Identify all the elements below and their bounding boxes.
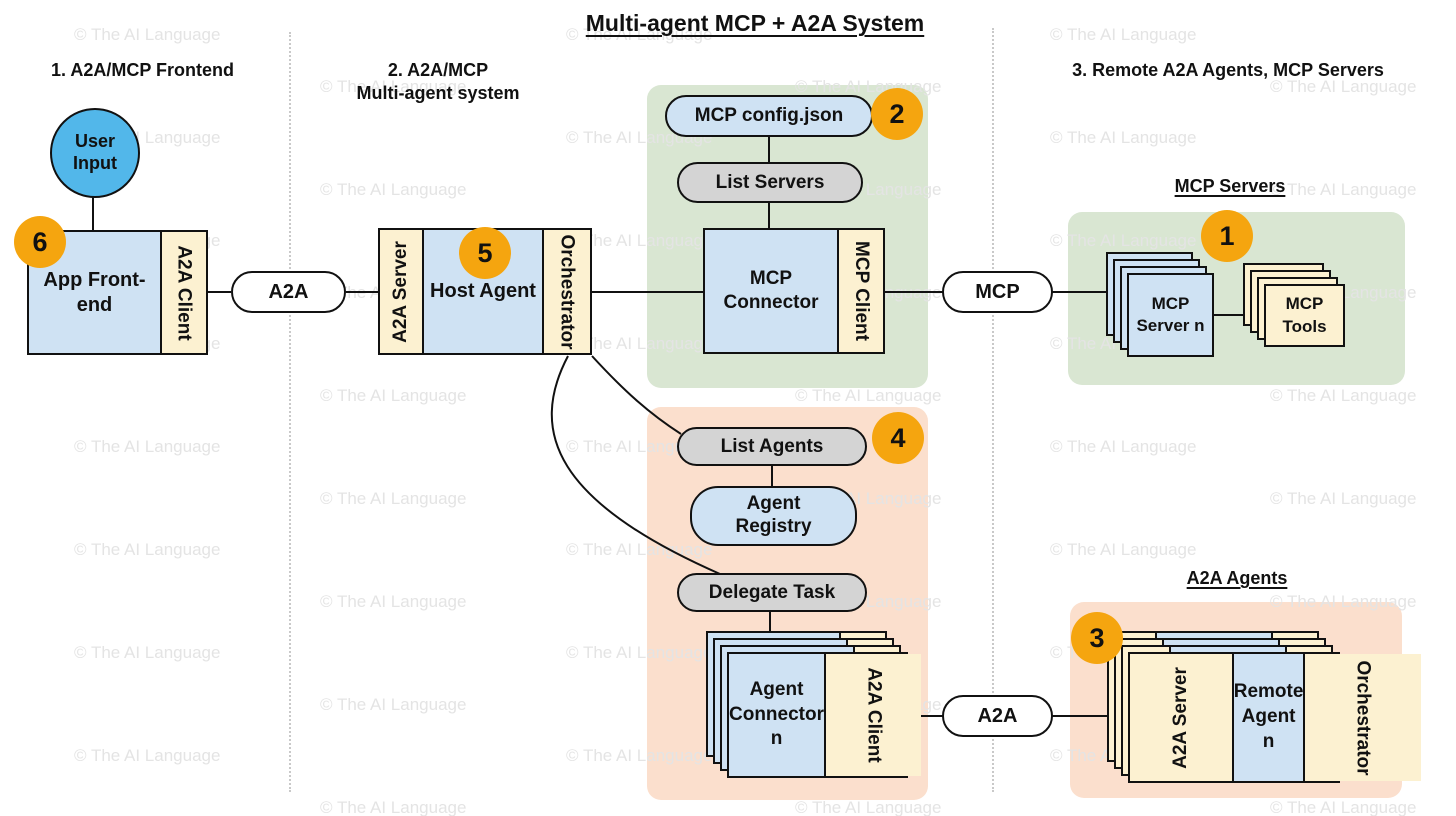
- mcp-tools-front: MCP Tools: [1264, 284, 1345, 347]
- section-divider-1: [289, 32, 291, 792]
- mcp-tools-label: MCP Tools: [1282, 294, 1327, 336]
- heading-a2a-agents: A2A Agents: [1186, 568, 1288, 588]
- badge-4-label: 4: [890, 422, 906, 453]
- remote-orchestrator-label: Orchestrator: [1352, 659, 1374, 776]
- agent-connector-front: Agent Connector n A2A Client: [727, 652, 922, 778]
- heading-multiagent: 2. A2A/MCP Multi-agent system: [356, 60, 520, 103]
- delegate-task-pill: Delegate Task: [677, 573, 867, 612]
- step-badge-3: 3: [1071, 612, 1123, 664]
- mcp-client-sidebar: MCP Client: [837, 230, 883, 352]
- badge-6-label: 6: [32, 226, 48, 257]
- a2a-protocol-pill-top: A2A: [231, 271, 346, 313]
- badge-1-label: 1: [1219, 220, 1235, 251]
- list-agents-label: List Agents: [720, 435, 824, 457]
- mcp-connector-label: MCP Connector: [723, 268, 819, 313]
- mcp-protocol-pill: MCP: [942, 271, 1053, 313]
- heading-frontend: 1. A2A/MCP Frontend: [50, 60, 234, 80]
- user-input-node: User Input: [50, 108, 140, 198]
- badge-2-label: 2: [889, 98, 905, 129]
- user-input-label: User Input: [73, 131, 117, 173]
- badge-5-label: 5: [477, 237, 493, 268]
- step-badge-1: 1: [1201, 210, 1253, 262]
- agent-registry-label: Agent Registry: [735, 493, 812, 537]
- list-agents-pill: List Agents: [677, 427, 867, 466]
- host-agent-node: A2A Server Host Agent Orchestrator: [378, 228, 592, 355]
- a2a-server-sidebar: A2A Server: [380, 230, 424, 353]
- step-badge-5: 5: [459, 227, 511, 279]
- remote-a2a-server-label: A2A Server: [1169, 666, 1191, 769]
- a2a-client-label: A2A Client: [174, 244, 195, 341]
- mcp-server-label: MCP Server n: [1136, 293, 1205, 335]
- curve-orchestrator-to-listagents: [591, 355, 682, 435]
- remote-agent-front: A2A Server Remote Agent n Orchestrator: [1128, 652, 1421, 783]
- agent-registry-node: Agent Registry: [690, 486, 857, 546]
- list-servers-label: List Servers: [715, 171, 825, 193]
- list-servers-pill: List Servers: [677, 162, 863, 203]
- mcp-connector-body: MCP Connector: [705, 230, 837, 352]
- host-agent-label: Host Agent: [430, 280, 536, 302]
- a2a-pill-label: A2A: [268, 280, 309, 303]
- mcp-client-label: MCP Client: [851, 241, 872, 341]
- mcp-connector-node: MCP Connector MCP Client: [703, 228, 885, 354]
- heading-mcp-servers: MCP Servers: [1174, 176, 1286, 196]
- a2a-protocol-pill-bottom: A2A: [942, 695, 1053, 737]
- a2a-client-sidebar: A2A Client: [160, 232, 206, 353]
- orchestrator-sidebar: Orchestrator: [542, 230, 590, 353]
- agent-connector-label: Agent Connector n: [729, 678, 824, 750]
- heading-remote: 3. Remote A2A Agents, MCP Servers: [1072, 60, 1384, 80]
- step-badge-6: 6: [14, 216, 66, 268]
- a2a-client-label-2: A2A Client: [863, 667, 885, 763]
- agent-connector-stack: Agent Connector n A2A Client: [706, 631, 922, 778]
- section-divider-2: [992, 28, 994, 792]
- app-frontend-label: App Front- end: [43, 268, 146, 316]
- mcp-pill-label: MCP: [975, 280, 1020, 303]
- mcp-config-label: MCP config.json: [694, 105, 844, 126]
- remote-agent-label: Remote Agent n: [1233, 681, 1304, 752]
- step-badge-4: 4: [872, 412, 924, 464]
- a2a-pill-label-2: A2A: [977, 704, 1018, 727]
- remote-a2a-server-sidebar: A2A Server: [1130, 654, 1234, 781]
- a2a-server-label: A2A Server: [390, 240, 411, 343]
- mcp-server-stack: MCP Server n: [1106, 252, 1216, 359]
- mcp-config-pill: MCP config.json: [665, 95, 873, 137]
- mcp-tools-stack: MCP Tools: [1243, 263, 1347, 349]
- badge-3-label: 3: [1089, 622, 1105, 653]
- curve-orchestrator-to-delegate: [550, 355, 721, 575]
- delegate-task-label: Delegate Task: [708, 581, 836, 603]
- diagram-title: Multi-agent MCP + A2A System: [585, 10, 925, 36]
- remote-orchestrator-sidebar: Orchestrator: [1303, 654, 1421, 781]
- step-badge-2: 2: [871, 88, 923, 140]
- mcp-server-front: MCP Server n: [1127, 273, 1214, 357]
- a2a-client-sidebar-2: A2A Client: [824, 654, 922, 776]
- orchestrator-label: Orchestrator: [557, 233, 579, 350]
- remote-agent-stack: A2A Server Remote Agent n Orchestrator: [1107, 631, 1421, 783]
